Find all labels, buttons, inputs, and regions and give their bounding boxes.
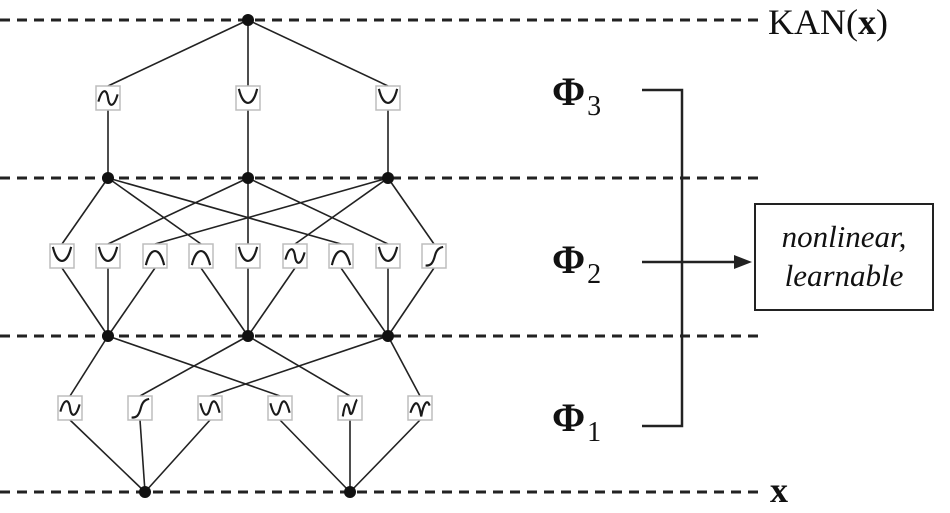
activation-l2-6-curve <box>330 250 352 266</box>
activation-l2-4-curve <box>237 246 259 262</box>
activation-l2-7-curve <box>377 246 399 262</box>
activation-l2-2-curve <box>144 250 166 266</box>
edge-l2-in-8 <box>387 267 435 337</box>
activation-l1-0-curve <box>59 400 81 416</box>
edge-l2-out-3 <box>107 177 202 245</box>
output-label: KAN(x) <box>768 2 888 42</box>
activation-l3-1-curve <box>237 88 259 104</box>
hidden2-node-1 <box>242 172 254 184</box>
hidden1-node-2 <box>382 330 394 342</box>
activation-l1-1-curve <box>131 397 150 419</box>
phi-bracket <box>642 88 684 428</box>
activation-l2-5-curve <box>284 248 306 264</box>
edge-l2-out-6 <box>107 177 342 245</box>
phi2-label: Φ2 <box>552 237 602 290</box>
hidden1-node-0 <box>102 330 114 342</box>
edge-l1-in-3 <box>279 419 351 493</box>
edge-l1-in-2 <box>144 419 211 493</box>
activation-l1-2-curve <box>199 400 221 416</box>
edge-l2-in-3 <box>200 267 249 337</box>
edge-l1-out-5 <box>387 335 421 397</box>
activation-l2-8-curve <box>425 245 444 267</box>
edge-l3-out-2 <box>247 19 389 87</box>
arrow-head <box>734 255 752 269</box>
input-label: x <box>770 470 788 510</box>
edge-l2-in-5 <box>247 267 296 337</box>
edge-l2-in-2 <box>107 267 156 337</box>
activation-l1-4-box <box>337 395 363 421</box>
phi3-label: Φ3 <box>552 69 602 122</box>
edge-l2-out-7 <box>247 177 389 245</box>
hidden2-node-2 <box>382 172 394 184</box>
edge-l1-out-0 <box>69 335 109 397</box>
note-line2: learnable <box>784 258 904 293</box>
activation-l1-3-curve <box>269 400 291 416</box>
edge-l2-out-0 <box>61 177 109 245</box>
edge-l1-out-4 <box>247 335 351 397</box>
activation-l2-0-curve <box>51 246 73 262</box>
output-node <box>242 14 254 26</box>
note-line1: nonlinear, <box>781 219 907 255</box>
activation-l3-2-curve <box>377 88 399 104</box>
edge-l1-in-1 <box>139 419 146 493</box>
edge-l1-in-0 <box>69 419 146 493</box>
edge-l1-out-3 <box>107 335 281 397</box>
edge-l2-out-1 <box>107 177 249 245</box>
hidden2-node-0 <box>102 172 114 184</box>
hidden1-node-1 <box>242 330 254 342</box>
edge-l2-in-6 <box>340 267 389 337</box>
edge-l1-in-5 <box>349 419 421 493</box>
edge-l2-out-5 <box>294 177 389 245</box>
input-node-0 <box>139 486 151 498</box>
activation-l2-3-curve <box>190 250 212 266</box>
activation-l1-5-curve <box>409 401 431 417</box>
input-node-1 <box>344 486 356 498</box>
phi1-label: Φ1 <box>552 395 602 448</box>
edge-l2-out-2 <box>154 177 389 245</box>
edge-l2-in-0 <box>61 267 109 337</box>
edge-l3-out-0 <box>107 19 249 87</box>
edge-l2-out-8 <box>387 177 435 245</box>
activation-l1-4-curve <box>341 398 359 417</box>
nonlinear-learnable-box: nonlinear, learnable <box>754 203 934 311</box>
activation-l2-1-curve <box>97 246 119 262</box>
activation-l3-0-curve <box>97 90 119 106</box>
